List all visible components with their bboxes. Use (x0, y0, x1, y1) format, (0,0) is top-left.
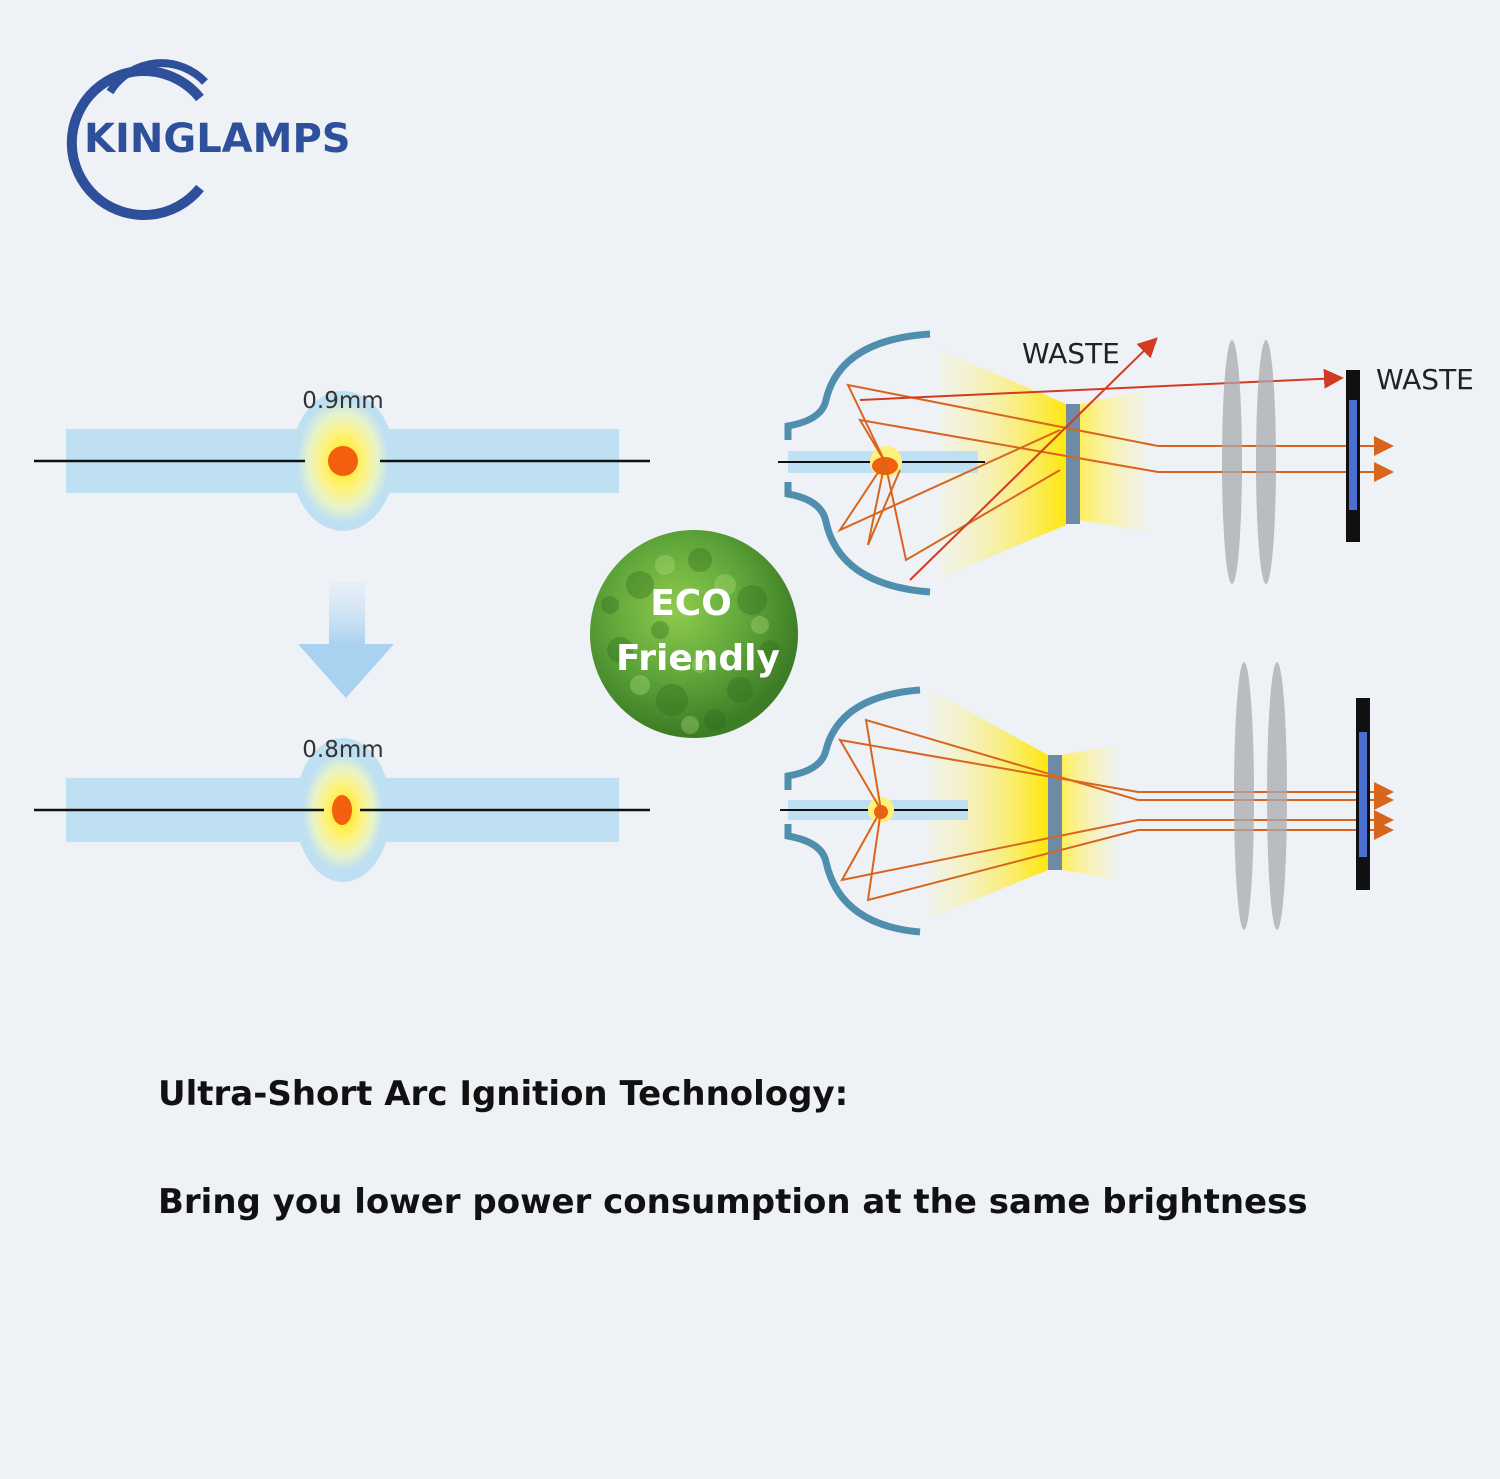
waste-label-2: WASTE (1376, 363, 1474, 396)
caption-subtitle: Bring you lower power consumption at the… (158, 1182, 1308, 1222)
arc-point (328, 446, 358, 476)
reflector (784, 686, 921, 790)
condenser-lens (1066, 404, 1080, 524)
eco-line1: ECO (650, 583, 732, 624)
arc-point (332, 795, 352, 825)
reduce-arrow (298, 582, 394, 698)
reflector (784, 330, 931, 440)
eco-line2: Friendly (616, 638, 780, 679)
waste-label-1: WASTE (1022, 337, 1120, 370)
eco-badge: ECO Friendly (590, 530, 798, 738)
caption-title: Ultra-Short Arc Ignition Technology: (158, 1074, 849, 1114)
gap-label-before: 0.9mm (302, 388, 383, 414)
output-rays (1138, 782, 1394, 840)
light-rays (837, 383, 1159, 562)
condenser-lens (1048, 755, 1062, 870)
gap-label-after: 0.8mm (302, 737, 383, 763)
brand-name: KINGLAMPS (84, 116, 351, 162)
logo-ring-icon (66, 66, 204, 220)
projection-lens (1234, 662, 1254, 930)
projection-lens (1256, 340, 1276, 584)
brand-logo: KINGLAMPS (66, 59, 351, 220)
arc-before: 0.9mm (34, 388, 650, 531)
light-rays (838, 718, 1139, 902)
leaf-texture-icon (601, 548, 780, 731)
optics-before: WASTE WASTE (778, 330, 1474, 596)
arc-after: 0.8mm (34, 737, 650, 882)
projection-lens (1267, 662, 1287, 930)
down-arrow-icon (298, 644, 394, 698)
projection-lens (1222, 340, 1242, 584)
optics-after (780, 662, 1394, 936)
